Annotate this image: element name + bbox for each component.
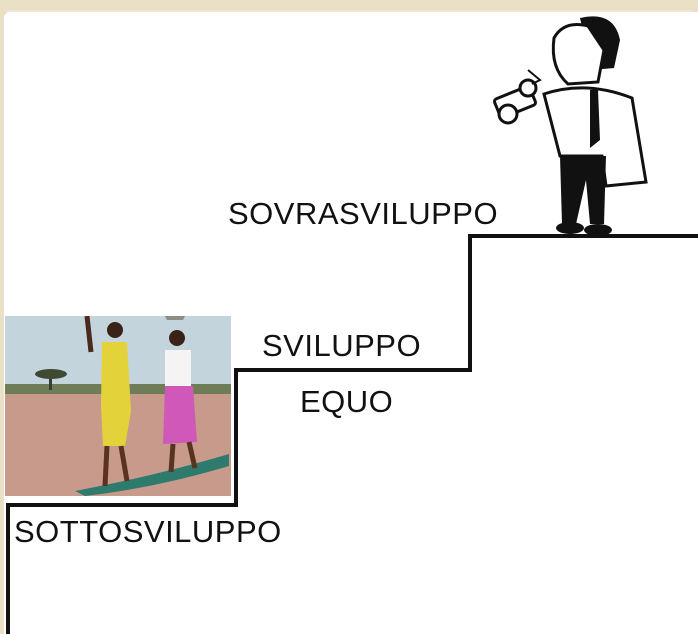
level-label-middle-line1: SVILUPPO [262,328,422,363]
level-label-bottom: SOTTOSVILUPPO [14,514,282,549]
businessman-eating-money-icon [493,16,648,236]
level-label-top: SOVRASVILUPPO [228,196,499,231]
women-carrying-water-pots-icon [5,316,231,496]
level-label-middle-line2: EQUO [300,384,394,419]
staircase-line [6,234,698,634]
